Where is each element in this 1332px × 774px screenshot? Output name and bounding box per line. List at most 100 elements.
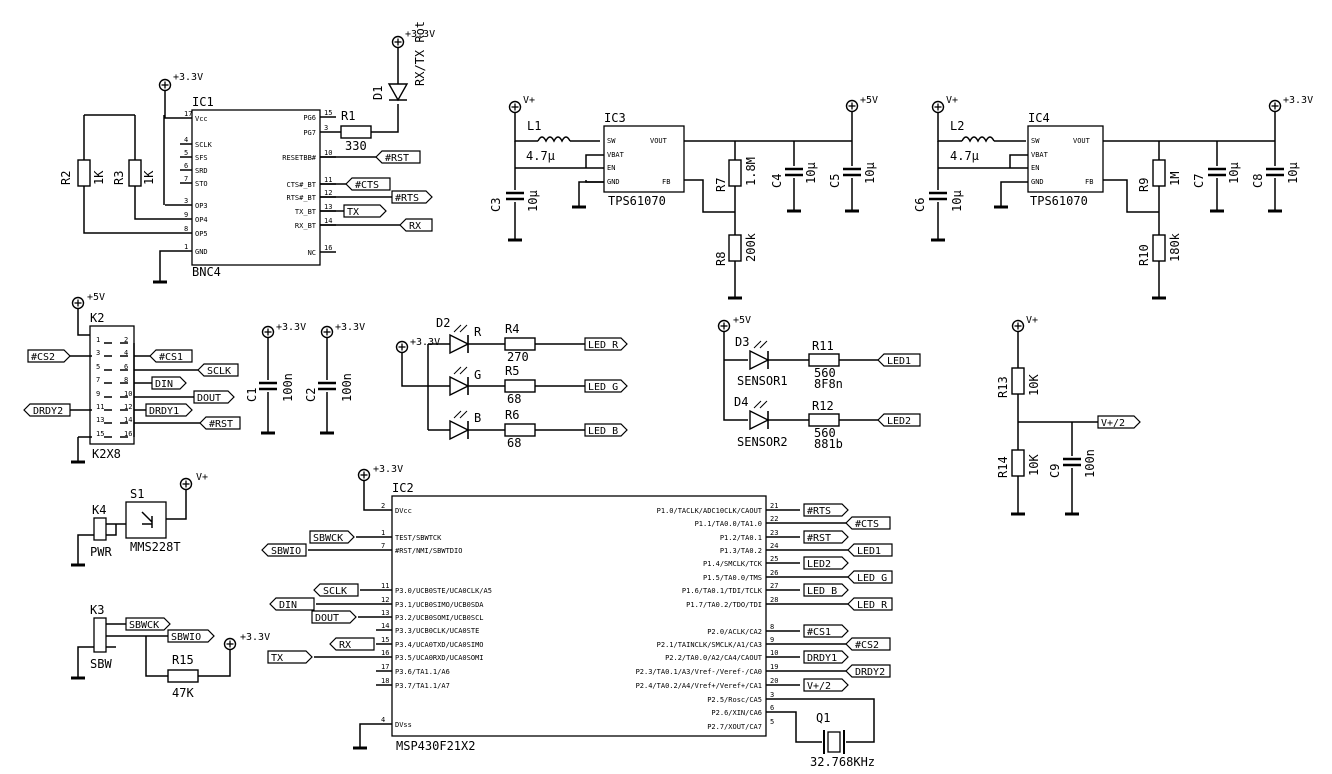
r13-value: 10K	[1027, 374, 1041, 396]
k2-pinnum-r: 16	[124, 430, 132, 438]
k2-pinnum-l: 15	[96, 430, 104, 438]
ic2-rnet-4: LED2	[807, 559, 831, 570]
ic1-rpin-4: RTS#_BT	[286, 194, 316, 202]
ic2-lpin-11: DVss	[395, 721, 412, 729]
rgb-res-ref-2: R6	[505, 408, 519, 422]
ic2-rpin-3: P1.3/TA0.2	[720, 547, 762, 555]
net-tx-ic1-tag	[343, 204, 387, 218]
ic2-lpinnum-2: 7	[381, 542, 385, 550]
ic3-pin-fb: FB	[662, 178, 670, 186]
ic3-block: V+ L1 4.7µ C3 10µ IC3 TPS61070 SW VBAT E…	[489, 95, 878, 300]
ic1-pinnum-3: 6	[184, 162, 188, 170]
ic1-rpin-5: TX_BT	[295, 208, 317, 216]
sensor-block: +5V D3 SENSOR1 R11 560 8F8n D4 SENSOR2 R…	[717, 315, 921, 451]
q1-body	[827, 731, 841, 753]
ic2-lnet-3-tag	[313, 583, 359, 597]
net-rx-ic1-tag	[399, 218, 433, 232]
net-rst-k2-tag	[199, 416, 241, 430]
rgb-net-2-tag	[584, 423, 628, 437]
ic2-lnet-1-tag	[309, 530, 355, 544]
k2-pinnum-r: 8	[124, 376, 128, 384]
ic2-rnet-0: #RTS	[807, 506, 831, 517]
ic2-rnet-8: #CS1	[807, 627, 831, 638]
ic2-lpinnum-7: 15	[381, 636, 389, 644]
r12-ref: R12	[812, 399, 834, 413]
ic3-body	[603, 125, 685, 193]
c8-ref: C8	[1251, 174, 1265, 188]
c1-c2-block: +3.3V C1 100n +3.3V C2 100n	[245, 322, 365, 435]
k2-body	[89, 325, 135, 445]
rgb-res-ref-0: R4	[505, 322, 519, 336]
r9-ref: R9	[1137, 178, 1151, 192]
d3-ref: D3	[735, 335, 749, 349]
net-rx-ic1: RX	[409, 221, 421, 232]
r15-3v3: +3.3V	[240, 632, 270, 643]
ic2-lnet-2-tag	[261, 543, 307, 557]
ic1-pin-5: OP3	[195, 202, 208, 210]
k2-pinnum-l: 9	[96, 390, 100, 398]
ic2-lnet-5: DOUT	[315, 613, 339, 624]
c6-value: 10µ	[950, 190, 964, 212]
led-g-label: G	[474, 368, 481, 382]
ic2-rnet-11: DRDY2	[855, 667, 885, 678]
c1-ref: C1	[245, 388, 259, 402]
k2-pinnum-l: 7	[96, 376, 100, 384]
ic2-rnet-2: #RST	[807, 533, 831, 544]
r2-ref: R2	[59, 171, 73, 185]
c7-value: 10µ	[1227, 162, 1241, 184]
net-dout-k2-tag	[193, 390, 235, 404]
ic2-rnet-2-tag	[803, 530, 849, 544]
ic1-pinnum-6: 9	[184, 211, 188, 219]
k2-pinnum-l: 13	[96, 416, 104, 424]
ic1-rpinnum-2: 10	[324, 149, 332, 157]
k2-pinnum-r: 14	[124, 416, 132, 424]
ic1-pin-2: SFS	[195, 154, 208, 162]
ic4-name: TPS61070	[1030, 194, 1088, 208]
r9-value: 1M	[1168, 172, 1182, 186]
r11-ref: R11	[812, 339, 834, 353]
ic3-pin-vbat: VBAT	[607, 151, 625, 159]
ic1-body	[191, 109, 321, 266]
k2-pinnum-l: 3	[96, 349, 100, 357]
l2-ref: L2	[950, 119, 964, 133]
ic2-rpinnum-8: 8	[770, 623, 774, 631]
ic2-3v3: +3.3V	[373, 464, 403, 475]
ic2-lnet-4: DIN	[279, 600, 297, 611]
ic4-pin-en: EN	[1031, 164, 1039, 172]
ic2-lnet-7: RX	[339, 640, 351, 651]
ic1-pin-3: SRD	[195, 167, 208, 175]
ic1-rpin-7: NC	[308, 249, 316, 257]
ic2-rpin-12: P2.4/TA0.2/A4/Vref+/Veref+/CA1	[636, 682, 762, 690]
c9-ref: C9	[1048, 464, 1062, 478]
ic2-lnet-5-tag	[311, 610, 357, 624]
led-b-label: B	[474, 411, 481, 425]
ic2-lpinnum-9: 17	[381, 663, 389, 671]
c8-value: 10µ	[1286, 162, 1300, 184]
divider-block: V+ R13 10K R14 10K C9 100n V+/2	[996, 315, 1141, 516]
ic4-pin-gnd: GND	[1031, 178, 1044, 186]
ic2-rpinnum-0: 21	[770, 502, 778, 510]
ic2-rpin-5: P1.5/TA0.0/TMS	[703, 574, 762, 582]
d1-label: RX/TX Rot	[413, 21, 427, 86]
q1-value: 32.768KHz	[810, 755, 875, 769]
net-sbwio-k3: SBWIO	[171, 632, 201, 643]
k4-name: PWR	[90, 545, 112, 559]
switch-block: K4 PWR S1 MMS228T V+	[69, 472, 208, 567]
rgb-resistor-2	[504, 423, 536, 437]
r10-ref: R10	[1137, 244, 1151, 266]
ic1-rpin-6: RX_BT	[295, 222, 317, 230]
k3-body	[93, 617, 107, 653]
ic1-pin-1: SCLK	[195, 141, 213, 149]
r12-code: 881b	[814, 437, 843, 451]
ic2-rnet-8-tag	[803, 624, 849, 638]
sensor-5v: +5V	[733, 315, 751, 326]
s1-body	[125, 501, 167, 539]
net-dout-k2: DOUT	[197, 393, 221, 404]
r10-value: 180k	[1168, 232, 1182, 262]
rgb-net-1-tag	[584, 379, 628, 393]
ic2-rpinnum-14: 6	[770, 704, 774, 712]
ic4-pin-vbat: VBAT	[1031, 151, 1049, 159]
rgb-resistor-0	[504, 337, 536, 351]
ic2-lpinnum-4: 12	[381, 596, 389, 604]
